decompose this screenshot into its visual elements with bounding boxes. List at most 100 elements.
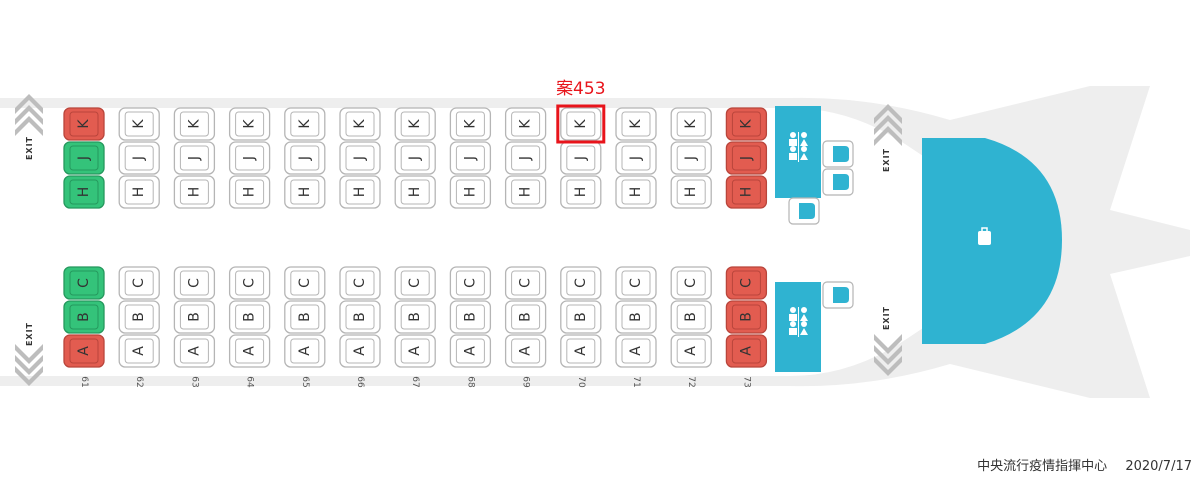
seat-61H-body[interactable] bbox=[63, 175, 105, 209]
seat-64J-body[interactable] bbox=[228, 141, 271, 175]
seat-71J-body[interactable] bbox=[615, 141, 657, 175]
seat-72C[interactable]: C bbox=[670, 266, 712, 300]
seat-72J[interactable]: J bbox=[670, 141, 712, 175]
seat-65J-body[interactable] bbox=[284, 141, 326, 175]
seat-67H[interactable]: H bbox=[394, 175, 436, 209]
seat-62H[interactable]: H bbox=[118, 175, 160, 209]
seat-66K-body[interactable] bbox=[339, 107, 381, 141]
seat-72C-body[interactable] bbox=[670, 266, 712, 300]
seat-69A-body[interactable] bbox=[504, 334, 547, 368]
seat-65K-body[interactable] bbox=[284, 107, 326, 141]
seat-62K[interactable]: K bbox=[118, 107, 160, 141]
seat-68A-body[interactable] bbox=[449, 334, 492, 368]
seat-66A-body[interactable] bbox=[339, 334, 381, 368]
seat-65H-body[interactable] bbox=[284, 175, 326, 209]
seat-63H[interactable]: H bbox=[173, 175, 216, 209]
seat-64C-body[interactable] bbox=[228, 266, 271, 300]
seat-69B-body[interactable] bbox=[504, 300, 547, 334]
seat-64B-body[interactable] bbox=[228, 300, 271, 334]
seat-70A-body[interactable] bbox=[560, 334, 602, 368]
seat-69B[interactable]: B bbox=[504, 300, 547, 334]
seat-71H[interactable]: H bbox=[615, 175, 657, 209]
seat-73B[interactable]: B bbox=[725, 300, 768, 334]
seat-65B-body[interactable] bbox=[284, 300, 326, 334]
seat-68B-body[interactable] bbox=[449, 300, 492, 334]
seat-69K[interactable]: K bbox=[504, 107, 547, 141]
seat-73C-body[interactable] bbox=[725, 266, 768, 300]
seat-64H-body[interactable] bbox=[228, 175, 271, 209]
seat-68J-body[interactable] bbox=[449, 141, 492, 175]
seat-61J-body[interactable] bbox=[63, 141, 105, 175]
seat-61A[interactable]: A bbox=[63, 334, 105, 368]
seat-71C-body[interactable] bbox=[615, 266, 657, 300]
seat-73J[interactable]: J bbox=[725, 141, 768, 175]
seat-67J[interactable]: J bbox=[394, 141, 436, 175]
seat-65H[interactable]: H bbox=[284, 175, 326, 209]
seat-64J[interactable]: J bbox=[228, 141, 271, 175]
seat-71H-body[interactable] bbox=[615, 175, 657, 209]
seat-70C[interactable]: C bbox=[560, 266, 602, 300]
seat-62C[interactable]: C bbox=[118, 266, 160, 300]
seat-63A[interactable]: A bbox=[173, 334, 216, 368]
seat-66A[interactable]: A bbox=[339, 334, 381, 368]
seat-61H[interactable]: H bbox=[63, 175, 105, 209]
seat-71A-body[interactable] bbox=[615, 334, 657, 368]
seat-67B-body[interactable] bbox=[394, 300, 436, 334]
seat-71C[interactable]: C bbox=[615, 266, 657, 300]
seat-66J[interactable]: J bbox=[339, 141, 381, 175]
seat-64A-body[interactable] bbox=[228, 334, 271, 368]
seat-73H[interactable]: H bbox=[725, 175, 768, 209]
seat-70H-body[interactable] bbox=[560, 175, 602, 209]
seat-72H-body[interactable] bbox=[670, 175, 712, 209]
seat-61B-body[interactable] bbox=[63, 300, 105, 334]
seat-72A-body[interactable] bbox=[670, 334, 712, 368]
seat-62C-body[interactable] bbox=[118, 266, 160, 300]
seat-68C[interactable]: C bbox=[449, 266, 492, 300]
seat-62J[interactable]: J bbox=[118, 141, 160, 175]
seat-67A[interactable]: A bbox=[394, 334, 436, 368]
seat-69J-body[interactable] bbox=[504, 141, 547, 175]
seat-68J[interactable]: J bbox=[449, 141, 492, 175]
seat-63B[interactable]: B bbox=[173, 300, 216, 334]
seat-65C-body[interactable] bbox=[284, 266, 326, 300]
seat-62A[interactable]: A bbox=[118, 334, 160, 368]
seat-71K[interactable]: K bbox=[615, 107, 657, 141]
seat-69C[interactable]: C bbox=[504, 266, 547, 300]
seat-61J[interactable]: J bbox=[63, 141, 105, 175]
seat-73C[interactable]: C bbox=[725, 266, 768, 300]
seat-65B[interactable]: B bbox=[284, 300, 326, 334]
seat-65A[interactable]: A bbox=[284, 334, 326, 368]
seat-66H-body[interactable] bbox=[339, 175, 381, 209]
seat-71A[interactable]: A bbox=[615, 334, 657, 368]
seat-68K-body[interactable] bbox=[449, 107, 492, 141]
seat-68A[interactable]: A bbox=[449, 334, 492, 368]
seat-72B[interactable]: B bbox=[670, 300, 712, 334]
seat-63C[interactable]: C bbox=[173, 266, 216, 300]
seat-62K-body[interactable] bbox=[118, 107, 160, 141]
seat-70B[interactable]: B bbox=[560, 300, 602, 334]
seat-69H[interactable]: H bbox=[504, 175, 547, 209]
seat-68B[interactable]: B bbox=[449, 300, 492, 334]
seat-67B[interactable]: B bbox=[394, 300, 436, 334]
seat-65J[interactable]: J bbox=[284, 141, 326, 175]
seat-71B[interactable]: B bbox=[615, 300, 657, 334]
seat-64A[interactable]: A bbox=[228, 334, 271, 368]
seat-68H[interactable]: H bbox=[449, 175, 492, 209]
seat-66C[interactable]: C bbox=[339, 266, 381, 300]
seat-67A-body[interactable] bbox=[394, 334, 436, 368]
seat-64K[interactable]: K bbox=[228, 107, 271, 141]
seat-70K-body[interactable] bbox=[560, 107, 602, 141]
seat-67C[interactable]: C bbox=[394, 266, 436, 300]
seat-72J-body[interactable] bbox=[670, 141, 712, 175]
seat-66C-body[interactable] bbox=[339, 266, 381, 300]
seat-71B-body[interactable] bbox=[615, 300, 657, 334]
seat-63K[interactable]: K bbox=[173, 107, 216, 141]
seat-66J-body[interactable] bbox=[339, 141, 381, 175]
seat-66H[interactable]: H bbox=[339, 175, 381, 209]
seat-62J-body[interactable] bbox=[118, 141, 160, 175]
seat-72A[interactable]: A bbox=[670, 334, 712, 368]
seat-70A[interactable]: A bbox=[560, 334, 602, 368]
seat-66B[interactable]: B bbox=[339, 300, 381, 334]
seat-67C-body[interactable] bbox=[394, 266, 436, 300]
seat-61C[interactable]: C bbox=[63, 266, 105, 300]
